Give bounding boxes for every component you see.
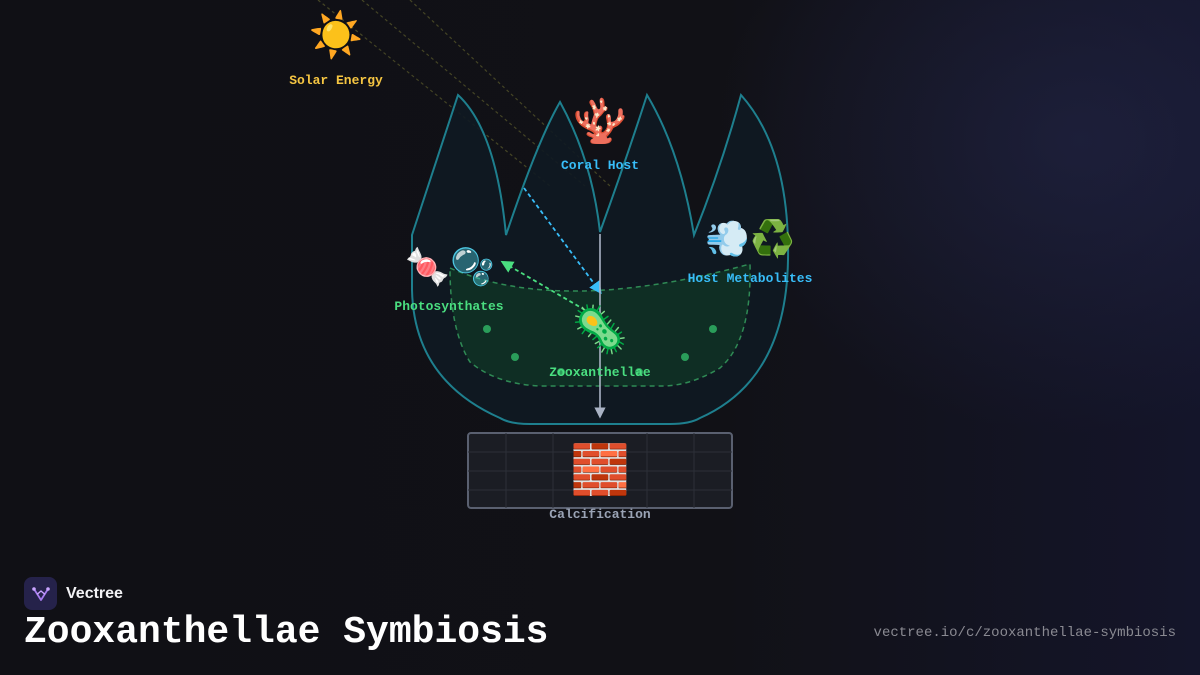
sun-ray	[317, 0, 551, 187]
algae-cell	[483, 325, 491, 333]
algae-cell	[681, 353, 689, 361]
page-url[interactable]: vectree.io/c/zooxanthellae-symbiosis	[873, 625, 1176, 641]
solar-energy-label: Solar Energy	[289, 73, 383, 88]
coral-icon: 🪸	[572, 96, 628, 147]
page-title: Zooxanthellae Symbiosis	[24, 611, 549, 654]
calcification-box	[467, 432, 733, 509]
algae-cell	[635, 368, 643, 376]
calcification-label: Calcification	[549, 507, 651, 522]
algae-cell	[511, 353, 519, 361]
photosynthates-label: Photosynthates	[394, 299, 504, 314]
zooxanthellae-label: Zooxanthellae	[549, 365, 651, 380]
dash-recycle-icon: 💨♻️	[705, 219, 795, 260]
brick-icon: 🧱	[570, 442, 630, 498]
coral-host-label: Coral Host	[560, 158, 640, 173]
arrow-zooxanthellae-to-photosynthates	[500, 260, 586, 311]
sun-icon: ☀️	[308, 10, 364, 61]
algae-cell	[709, 325, 717, 333]
algae-cells	[483, 325, 717, 376]
candy-bubbles-icon: 🍬🫧	[405, 247, 495, 288]
vectree-logo-icon	[24, 577, 57, 610]
microbe-icon: 🦠	[571, 302, 629, 356]
host-metabolites-label: Host Metabolites	[687, 271, 813, 286]
algae-cell	[557, 368, 565, 376]
brand-name: Vectree	[66, 584, 123, 602]
brand[interactable]: Vectree	[24, 577, 123, 610]
